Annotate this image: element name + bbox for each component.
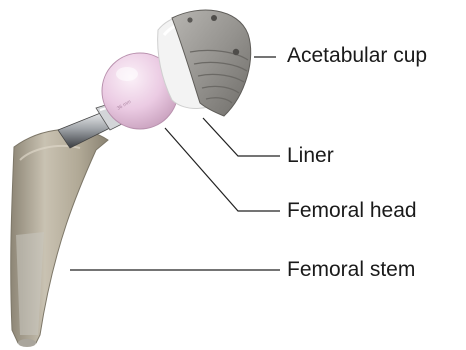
screw-hole-icon <box>211 15 217 21</box>
leader-line-liner <box>203 118 280 156</box>
femoral-stem <box>11 129 108 347</box>
label-acetabular-cup: Acetabular cup <box>287 45 427 66</box>
screw-hole-icon <box>233 49 239 55</box>
label-femoral-stem: Femoral stem <box>287 259 415 280</box>
label-liner: Liner <box>287 145 334 166</box>
screw-hole-icon <box>187 17 192 22</box>
label-femoral-head: Femoral head <box>287 200 417 221</box>
leader-line-femoral-head <box>165 128 280 211</box>
